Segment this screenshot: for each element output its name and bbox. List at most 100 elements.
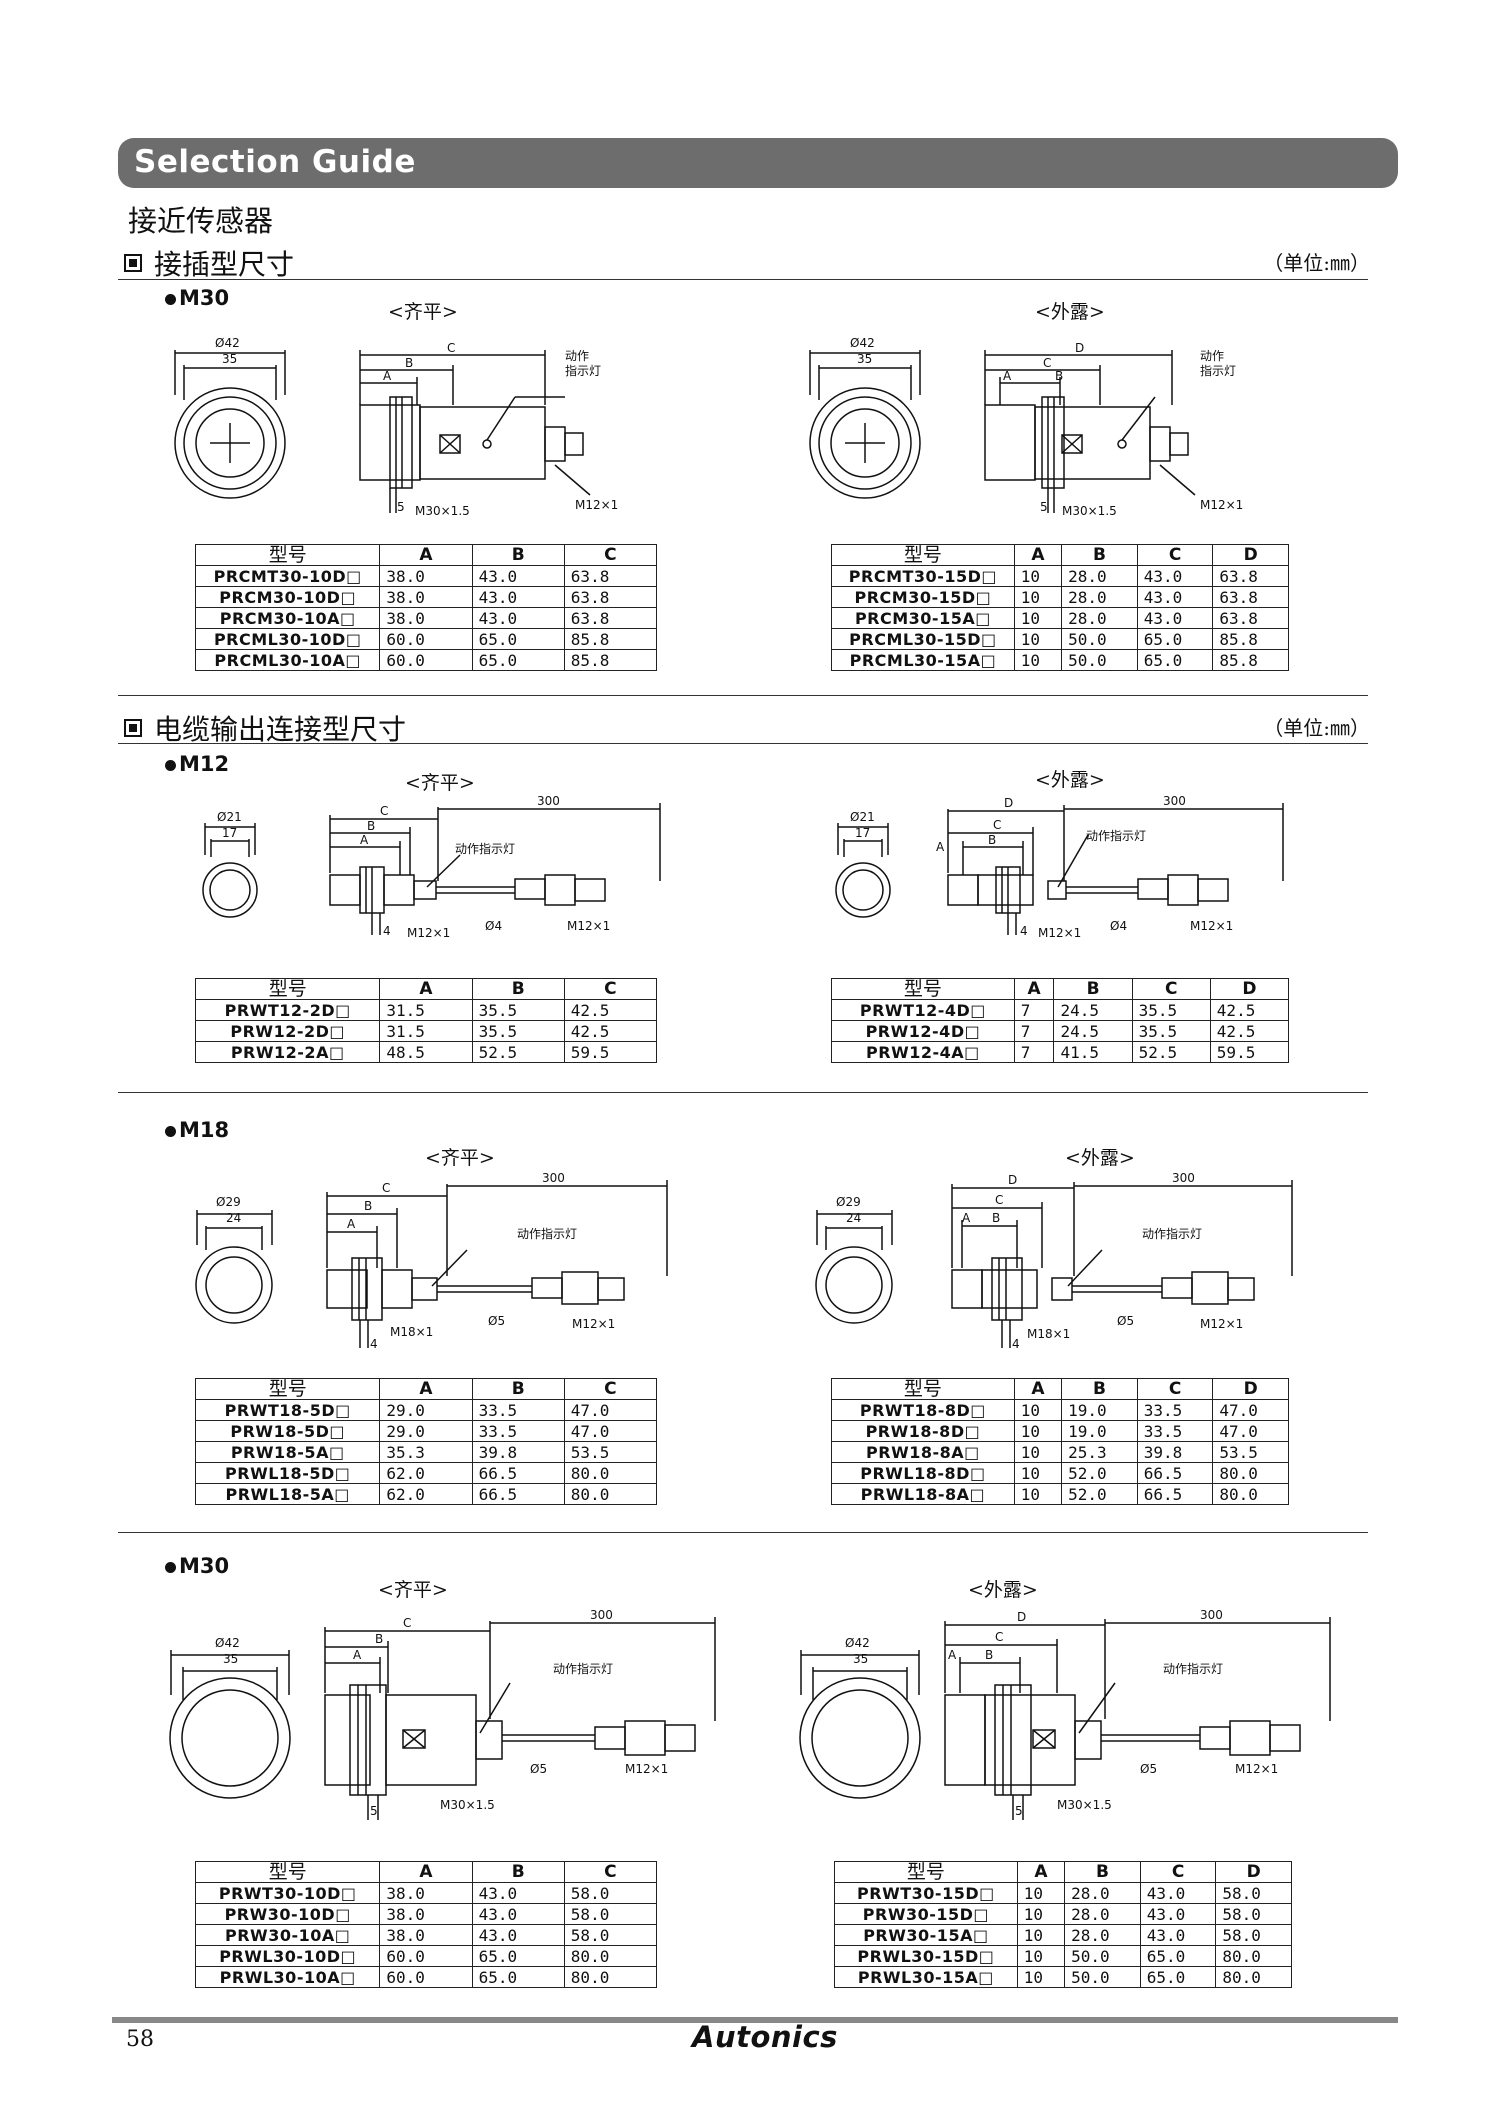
svg-text:B: B	[375, 1632, 383, 1646]
value-cell: 50.0	[1064, 1945, 1141, 1967]
divider	[118, 743, 1368, 744]
section-title: 接插型尺寸	[154, 248, 295, 281]
value-cell: 43.0	[1139, 1903, 1217, 1925]
column-header-b: B	[1061, 1378, 1138, 1400]
svg-text:Ø21: Ø21	[217, 810, 242, 824]
value-cell: 10	[1016, 1966, 1066, 1988]
value-cell: 65.0	[1136, 628, 1214, 650]
svg-text:C: C	[995, 1630, 1003, 1644]
svg-text:M12×1: M12×1	[1200, 498, 1243, 512]
column-header-b: B	[1061, 544, 1138, 566]
svg-text:B: B	[405, 356, 413, 370]
svg-text:M12×1: M12×1	[1038, 926, 1081, 940]
unit-note: （单位:㎜）	[1263, 716, 1370, 740]
value-cell: 35.5	[1131, 1020, 1211, 1042]
column-header-b: B	[471, 1378, 565, 1400]
model-cell: PRW30-15D□	[834, 1903, 1018, 1925]
model-cell: PRW30-15A□	[834, 1924, 1018, 1946]
column-header-a: A	[1013, 978, 1055, 1000]
model-cell: PRWL30-10D□	[194, 1945, 381, 1967]
svg-text:B: B	[988, 833, 996, 847]
value-cell: 39.8	[1136, 1441, 1214, 1463]
model-cell: PRW30-10D□	[194, 1903, 381, 1925]
value-cell: 63.8	[563, 565, 658, 587]
svg-text:35: 35	[853, 1652, 868, 1666]
view-label-flush: <齐平>	[425, 1147, 495, 1169]
model-cell: PRCMT30-10D□	[194, 565, 381, 587]
value-cell: 59.5	[1209, 1041, 1290, 1063]
column-header-c: C	[563, 544, 658, 566]
value-cell: 10	[1013, 1462, 1063, 1484]
svg-text:M12×1: M12×1	[1190, 919, 1233, 933]
model-cell: PRWL18-5D□	[194, 1462, 381, 1484]
svg-text:动作: 动作	[565, 349, 589, 363]
model-cell: PRW12-2D□	[194, 1020, 381, 1042]
value-cell: 52.5	[1131, 1041, 1211, 1063]
value-cell: 52.0	[1061, 1462, 1138, 1484]
value-cell: 66.5	[1136, 1483, 1214, 1505]
footer-line	[112, 2017, 1398, 2023]
svg-text:Ø4: Ø4	[485, 919, 502, 933]
svg-text:指示灯: 指示灯	[1200, 363, 1236, 378]
svg-text:动作指示灯: 动作指示灯	[1163, 1661, 1223, 1676]
value-cell: 62.0	[379, 1483, 473, 1505]
column-header-a: A	[379, 1861, 473, 1883]
svg-text:C: C	[993, 818, 1001, 832]
column-header-a: A	[1013, 1378, 1063, 1400]
column-header-c: C	[563, 1861, 658, 1883]
value-cell: 60.0	[379, 628, 473, 650]
value-cell: 28.0	[1061, 607, 1138, 629]
column-header-b: B	[471, 1861, 565, 1883]
value-cell: 38.0	[379, 586, 473, 608]
value-cell: 80.0	[1212, 1483, 1289, 1505]
view-label-flush: <齐平>	[378, 1579, 448, 1601]
svg-text:Ø4: Ø4	[1110, 919, 1127, 933]
value-cell: 43.0	[471, 1903, 565, 1925]
svg-text:A: A	[347, 1217, 356, 1231]
size-label-m30-cable: M30	[165, 1554, 229, 1578]
value-cell: 10	[1016, 1882, 1066, 1904]
svg-text:B: B	[992, 1211, 1000, 1225]
svg-text:35: 35	[857, 352, 872, 366]
svg-text:A: A	[383, 369, 392, 383]
svg-text:A: A	[353, 1648, 362, 1662]
svg-text:C: C	[382, 1181, 390, 1195]
value-cell: 33.5	[471, 1420, 565, 1442]
value-cell: 59.5	[563, 1041, 658, 1063]
svg-text:Ø5: Ø5	[1117, 1314, 1134, 1328]
column-header-c: C	[1136, 544, 1214, 566]
svg-text:Ø5: Ø5	[530, 1762, 547, 1776]
divider	[118, 1532, 1368, 1533]
value-cell: 10	[1016, 1903, 1066, 1925]
svg-text:M12×1: M12×1	[625, 1762, 668, 1776]
model-cell: PRCM30-10D□	[194, 586, 381, 608]
divider	[118, 1092, 1368, 1093]
svg-text:300: 300	[1172, 1171, 1195, 1185]
svg-text:M30×1.5: M30×1.5	[1057, 1798, 1112, 1812]
column-header-model: 型号	[194, 978, 381, 1000]
value-cell: 53.5	[563, 1441, 658, 1463]
value-cell: 80.0	[563, 1945, 658, 1967]
value-cell: 66.5	[471, 1462, 565, 1484]
value-cell: 52.5	[471, 1041, 565, 1063]
value-cell: 24.5	[1053, 999, 1133, 1021]
model-cell: PRCM30-15A□	[831, 607, 1015, 629]
value-cell: 38.0	[379, 565, 473, 587]
